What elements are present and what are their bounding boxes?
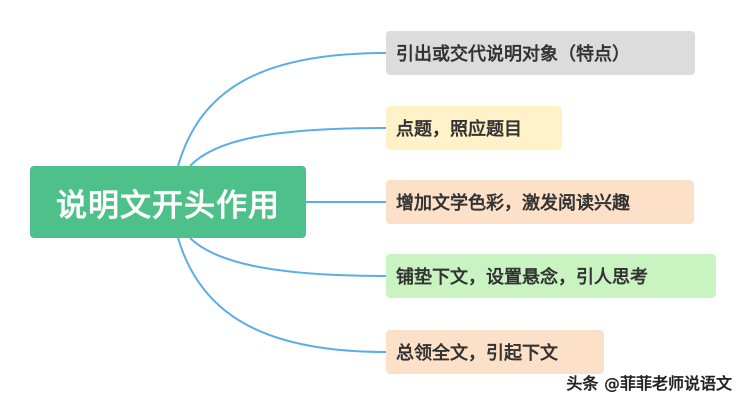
connector-branch-4 bbox=[189, 237, 387, 277]
watermark: 头条 @菲菲老师说语文 bbox=[566, 374, 732, 393]
branch-node-5: 总领全文，引起下文 bbox=[386, 330, 604, 374]
connector-branch-5 bbox=[177, 237, 387, 353]
connector-branch-1 bbox=[177, 52, 387, 167]
branch-node-4: 铺垫下文，设置悬念，引人思考 bbox=[386, 254, 716, 298]
root-topic: 说明文开头作用 bbox=[30, 166, 306, 238]
branch-node-3: 增加文学色彩，激发阅读兴趣 bbox=[386, 180, 694, 224]
branch-node-1: 引出或交代说明对象（特点） bbox=[386, 31, 695, 75]
branch-node-2: 点题，照应题目 bbox=[386, 106, 562, 150]
connector-branch-2 bbox=[189, 127, 387, 167]
